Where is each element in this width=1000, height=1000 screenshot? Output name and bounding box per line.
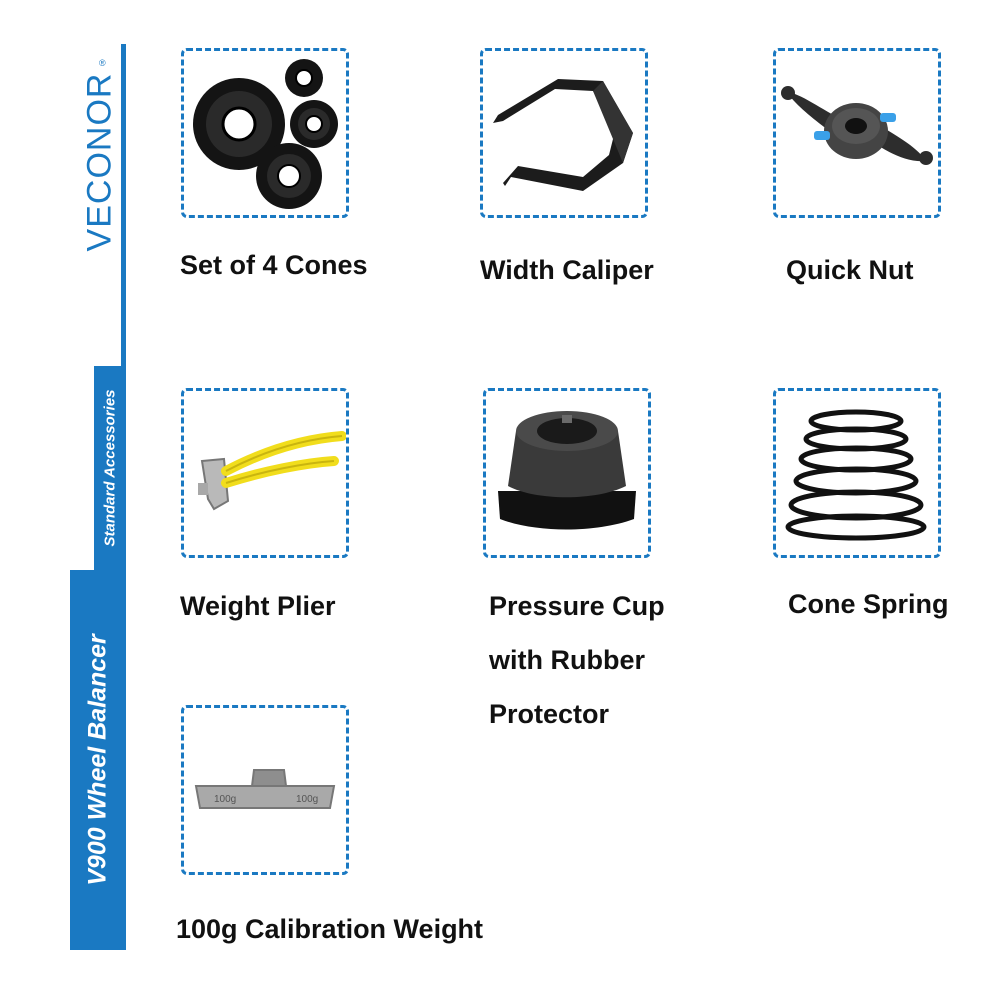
accessory-label-line: Pressure Cup [489,591,665,621]
sidebar-bar [70,570,126,950]
accessory-label: Set of 4 Cones [180,250,368,280]
cones-icon [193,59,338,209]
sidebar-title: V900 Wheel Balancer [83,634,112,886]
accessory-tile-spring [773,388,941,558]
brand-name: VECONOR [80,72,119,252]
registered-mark: ® [99,58,106,68]
accessory-tile-pressure-cup [483,388,651,558]
accessory-label: Cone Spring [788,589,949,619]
accessory-tile-quick-nut [773,48,941,218]
accessory-tile-plier [181,388,349,558]
plier-icon [198,431,346,511]
weight-engraving: 100g [214,794,236,805]
sidebar-line [121,44,126,366]
accessory-label: Width Caliper [480,255,654,285]
sidebar-tab [94,366,126,570]
sidebar-subtitle: Standard Accessories [101,389,119,547]
quick-nut-icon [781,86,933,165]
brand-logo: ® VECONOR [80,58,120,265]
weight-icon: 100g 100g [194,769,336,809]
pressure-cup-icon [498,411,636,530]
caliper-icon [493,79,633,191]
accessory-tile-cones [181,48,349,218]
spring-icon [785,409,927,541]
accessory-label: 100g Calibration Weight [176,914,484,944]
accessory-label-line: with Rubber [489,645,645,675]
accessory-tile-caliper [480,48,648,218]
accessory-label-line: Protector [489,699,610,729]
accessory-tile-weight: 100g 100g [181,705,349,875]
accessory-label: Quick Nut [786,255,914,285]
accessory-label: Weight Plier [180,591,336,621]
weight-engraving: 100g [296,794,318,805]
